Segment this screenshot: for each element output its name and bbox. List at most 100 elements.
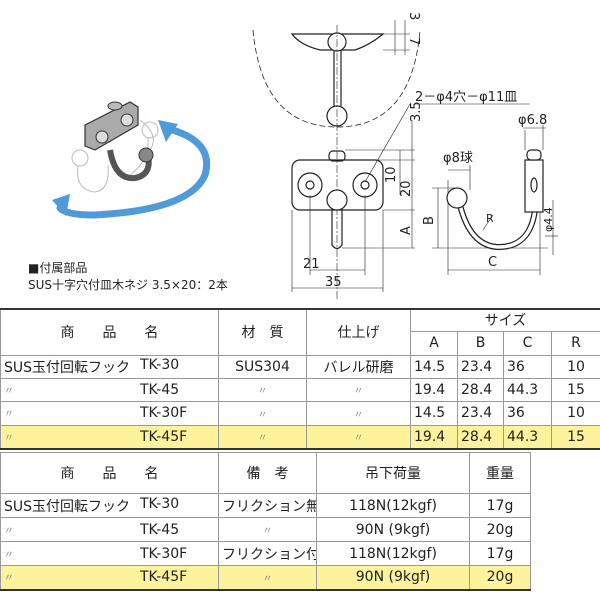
- product-series: 〃: [4, 549, 14, 561]
- hook-3d: [84, 101, 154, 182]
- product-series: 〃: [4, 525, 14, 537]
- finish-cell: 〃: [306, 400, 411, 426]
- load-cell: 118N(12kgf): [316, 541, 470, 566]
- table-row: 〃TK-45〃90N (9kgf)20g: [0, 517, 531, 542]
- accessory-text: SUS十字穴付皿木ネジ 3.5×20：2本: [28, 278, 228, 292]
- dim-10: 10: [384, 166, 399, 183]
- product-model: TK-45F: [140, 569, 188, 586]
- finish-cell: 〃: [306, 377, 411, 402]
- size-b-cell: 28.4: [457, 424, 504, 450]
- dim-21: 21: [303, 257, 320, 272]
- top-view-plate: [290, 33, 385, 51]
- header-A: A: [410, 330, 458, 356]
- finish-cell: バレル研磨: [306, 354, 411, 379]
- remarks-cell: フリクション付: [218, 541, 317, 566]
- load-cell: 90N (9kgf): [316, 517, 470, 542]
- table-row: 〃TK-45F〃90N (9kgf)20g: [0, 565, 531, 590]
- product-name-cell: 〃 TK-45: [0, 377, 219, 402]
- dim-C: C: [488, 255, 497, 270]
- hook-side-view: [457, 165, 538, 251]
- size-c-cell: 36: [503, 400, 552, 426]
- remarks-cell: 〃: [218, 517, 317, 542]
- product-model: TK-30F: [140, 405, 188, 421]
- finish-cell: 〃: [306, 424, 411, 450]
- remarks-cell: 〃: [218, 565, 317, 590]
- material-cell: 〃: [218, 400, 307, 426]
- product-name-cell: 〃 TK-30F: [0, 400, 219, 426]
- header-size: サイズ: [409, 308, 600, 332]
- spec-table-load: 商 品 名 備 考 吊下荷量 重量 SUS玉付回転フックTK-30フリクション無…: [0, 452, 531, 591]
- weight-cell: 20g: [469, 517, 531, 542]
- size-a-cell: 14.5: [410, 354, 458, 379]
- product-series: 〃: [4, 409, 14, 420]
- arrow-head-left-icon: [52, 194, 70, 216]
- accessory-heading: ■付属部品: [28, 261, 88, 275]
- header-material: 材 質: [218, 308, 307, 356]
- size-b-cell: 23.4: [457, 354, 504, 379]
- product-model: TK-30F: [140, 545, 188, 562]
- dim-3-5: 3.5: [409, 101, 424, 122]
- product-name-cell: SUS玉付回転フック TK-30: [0, 493, 219, 518]
- product-name-cell: 〃 TK-30F: [0, 541, 219, 566]
- dim-35: 35: [325, 275, 342, 290]
- product-series: SUS玉付回転フック: [4, 359, 131, 376]
- header-name: 商 品 名: [0, 452, 219, 494]
- product-series: 〃: [4, 573, 14, 585]
- product-series: 〃: [4, 432, 14, 444]
- product-model: TK-30: [140, 495, 180, 512]
- size-r-cell: 10: [550, 354, 600, 379]
- load-cell: 118N(12kgf): [316, 493, 470, 518]
- material-cell: 〃: [218, 424, 307, 450]
- header-weight: 重量: [469, 452, 531, 494]
- load-cell: 90N (9kgf): [316, 565, 470, 590]
- dim-20: 20: [399, 180, 414, 197]
- dim-R: R: [486, 212, 494, 225]
- product-model: TK-45: [140, 381, 180, 398]
- product-model: TK-30: [140, 356, 180, 373]
- size-a-cell: 19.4: [410, 377, 458, 402]
- product-series: 〃: [4, 385, 14, 397]
- dim-7: 7: [406, 37, 421, 45]
- product-name-cell: SUS玉付回転フック TK-30: [0, 354, 219, 379]
- material-cell: SUS304: [218, 354, 307, 379]
- product-name-cell: 〃 TK-45F: [0, 565, 219, 590]
- header-load: 吊下荷量: [316, 452, 470, 494]
- size-c-cell: 36: [503, 354, 552, 379]
- dim-A: A: [399, 226, 414, 235]
- product-illustration: [52, 101, 210, 219]
- product-series: SUS玉付回転フック: [4, 498, 131, 515]
- material-cell: 〃: [218, 377, 307, 402]
- dim-3: 3: [406, 12, 421, 20]
- size-a-cell: 19.4: [410, 424, 458, 450]
- header-name: 商 品 名: [0, 308, 219, 356]
- dim-phi44: φ4.4: [542, 207, 555, 232]
- weight-cell: 17g: [469, 541, 531, 566]
- header-remarks: 備 考: [218, 452, 317, 494]
- technical-drawing: 2－φ4穴－φ11皿 21 35 C φ8球 φ6.8 R 3 7 3.5 10…: [252, 12, 558, 300]
- hook-ghost-outlines: [71, 119, 159, 193]
- rotation-arrow-icon: [56, 124, 210, 219]
- header-R: R: [550, 330, 600, 356]
- product-name-cell: 〃 TK-45F: [0, 424, 219, 450]
- rotation-range-arc: [252, 29, 421, 128]
- size-b-cell: 23.4: [457, 400, 504, 426]
- arrow-head-top-icon: [158, 120, 178, 142]
- weight-cell: 17g: [469, 493, 531, 518]
- product-name-cell: 〃TK-45: [0, 517, 219, 542]
- size-r-cell: 15: [550, 377, 600, 402]
- product-model: TK-45F: [140, 428, 188, 445]
- header-B: B: [457, 330, 504, 356]
- size-b-cell: 28.4: [457, 377, 504, 402]
- header-finish: 仕上げ: [306, 308, 411, 356]
- dim-phi68: φ6.8: [518, 113, 547, 128]
- size-c-cell: 44.3: [503, 377, 552, 402]
- dim-ball: φ8球: [443, 151, 473, 166]
- dim-B: B: [422, 216, 437, 225]
